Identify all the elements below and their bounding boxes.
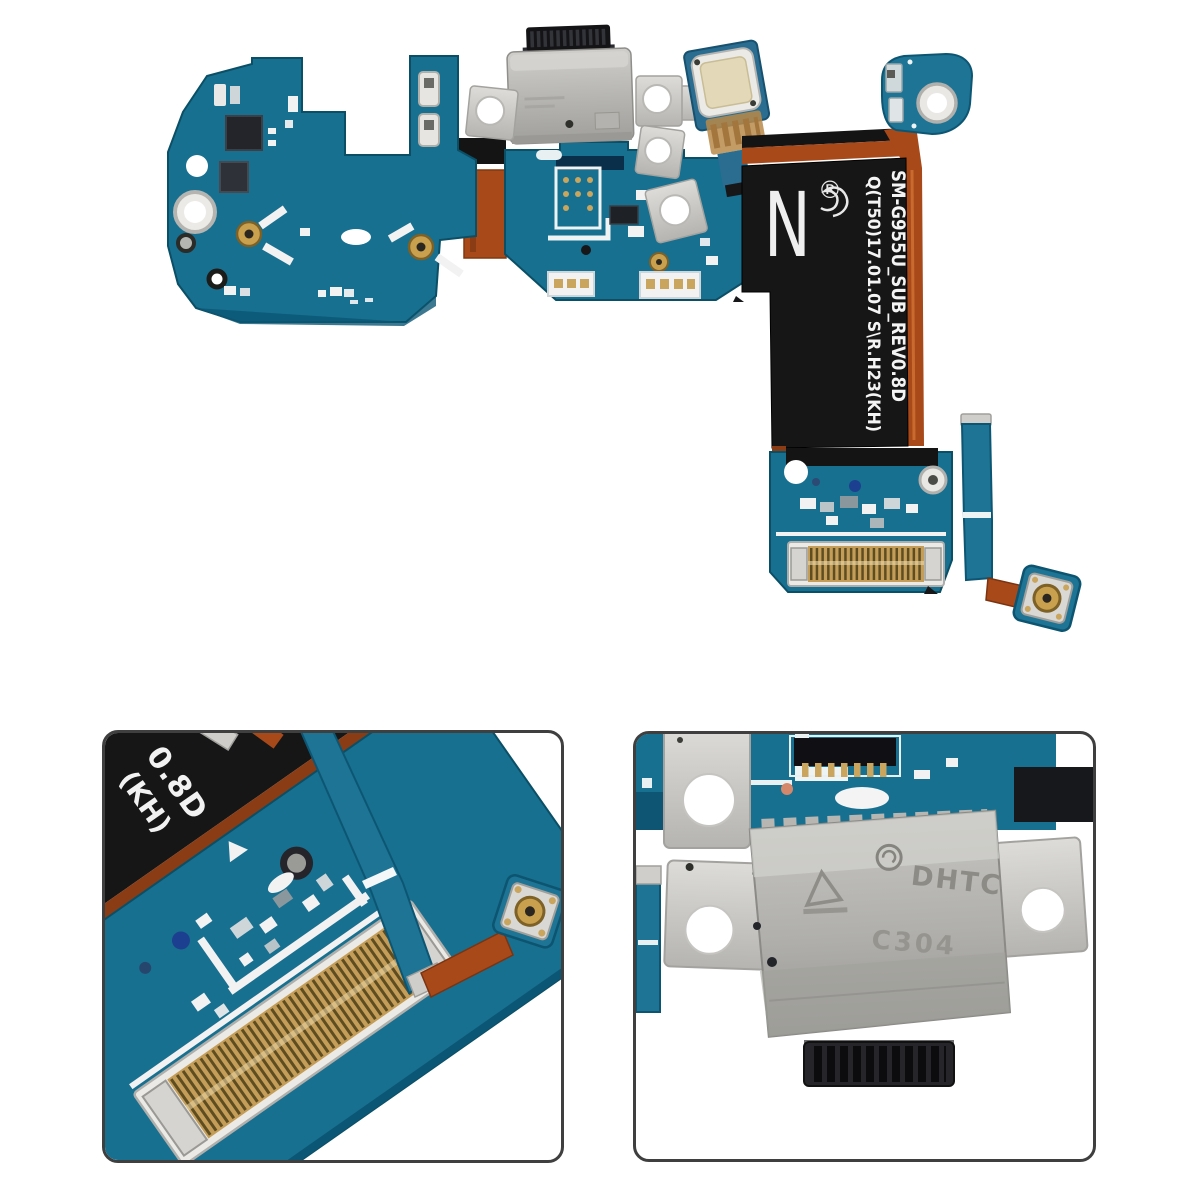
- microphone-hole: [206, 268, 228, 290]
- main-flex-assembly: N ® SM-G955U_SUB_REV0.8D Q(T50)17.01.07 …: [167, 24, 1082, 632]
- silkscreen-oval: [835, 787, 889, 809]
- left-pcb-board: [167, 55, 477, 326]
- usb-c-port-zoom: DHTC C304: [748, 809, 1012, 1038]
- port-marking-code: C304: [871, 925, 958, 962]
- partial-metal-piece: [198, 733, 239, 751]
- antenna-connector-module-zoom: [492, 874, 561, 949]
- partial-flex-piece: [244, 733, 284, 749]
- orange-flex-zoom: [420, 929, 514, 999]
- detail-box-port-zoom: DHTC C304: [633, 731, 1096, 1162]
- silkscreen-oval: [341, 229, 371, 245]
- board-to-board-connector: [787, 541, 945, 587]
- detail-left-board-group: 0.8D (KH): [105, 733, 561, 1160]
- port-marking-triangle-icon: [804, 868, 844, 908]
- screw-hole: [784, 460, 808, 484]
- mini-connector-footprint: [794, 738, 896, 766]
- board-to-board-connector-zoom: [133, 900, 461, 1160]
- detail-right-scene: DHTC C304: [636, 734, 1093, 1087]
- usb-c-tongue-zoom: [803, 1040, 955, 1087]
- center-pcb-board: [504, 141, 745, 302]
- metal-bracket-right-lower: [644, 178, 708, 244]
- detail-box-connector-zoom: 0.8D (KH): [102, 730, 564, 1163]
- swirl-logo-icon: [820, 186, 849, 218]
- black-component-fragment: [1014, 767, 1093, 822]
- port-marking-swirl-icon: [875, 843, 903, 871]
- lower-connector-board: [769, 446, 953, 594]
- sensor-flex-strip: [960, 413, 1082, 632]
- blue-flex-edge-zoom: [636, 865, 662, 1013]
- bracket-right-zoom: [993, 836, 1089, 958]
- detail-left-scene: 0.8D (KH): [105, 733, 561, 1160]
- screw-hole: [186, 155, 208, 177]
- component-pad: [214, 84, 226, 106]
- label-revision-text: Q(T50)17.01.07 S\R.H23(KH): [864, 176, 883, 432]
- label-model-text: SM-G955U_SUB_REV0.8D: [887, 170, 909, 402]
- nfc-antenna-label: N ® SM-G955U_SUB_REV0.8D Q(T50)17.01.07 …: [741, 126, 924, 449]
- metal-bracket-left: [465, 85, 519, 141]
- ic-chip: [225, 115, 263, 151]
- metal-bracket-right-mid: [634, 124, 686, 180]
- metal-bracket-right-upper: [635, 75, 701, 127]
- nfc-letter: N: [764, 174, 811, 278]
- screw: [280, 846, 314, 880]
- screw: [176, 233, 196, 253]
- silkscreen-triangle: [228, 841, 248, 863]
- antenna-connector-module: [1012, 564, 1082, 632]
- connector-footprint: [554, 166, 602, 230]
- top-right-antenna-board: [881, 52, 974, 136]
- usb-c-charging-port: [506, 24, 635, 145]
- label-flex-fragment: [105, 733, 397, 1032]
- microphone-module: [683, 39, 771, 198]
- bracket-top-left-zoom: [636, 734, 751, 849]
- ic-chip-small: [219, 161, 249, 193]
